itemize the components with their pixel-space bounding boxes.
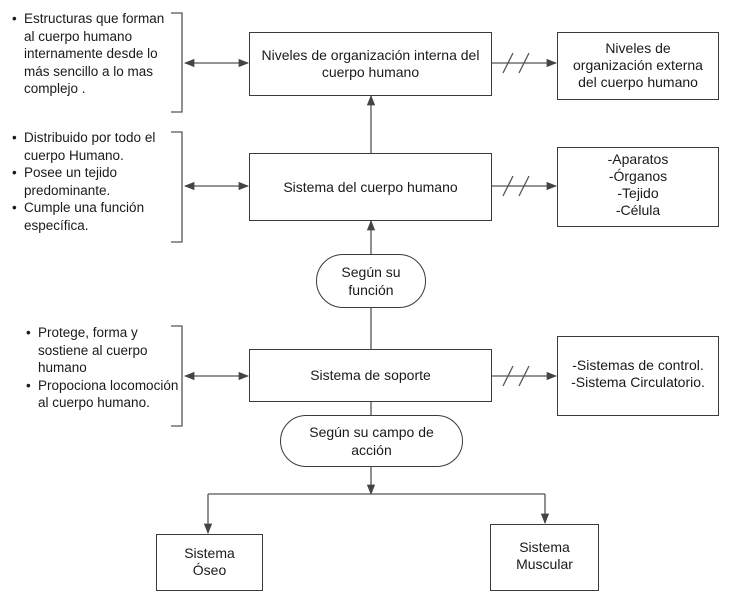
- support-list-item: -Sistemas de control.: [572, 357, 704, 373]
- body-system-list-item: -Tejido: [617, 185, 659, 201]
- body-system-list-item: -Órganos: [608, 168, 668, 184]
- note-middle-item: Posee un tejido predominante.: [12, 164, 182, 199]
- box-levels-external-line: del cuerpo humano: [578, 74, 698, 90]
- connector-by-field-line: Según su campo de: [309, 424, 434, 440]
- body-system-list-item: -Aparatos: [607, 151, 669, 167]
- connector-by-field-line: acción: [351, 442, 392, 458]
- break-mark-middle: [502, 175, 530, 197]
- note-bottom-item: Propociona locomoción al cuerpo humano.: [26, 377, 182, 412]
- connector-by-function: Según su función: [316, 254, 426, 308]
- break-mark-top: [502, 52, 530, 74]
- box-muscle-system-line: Muscular: [516, 556, 573, 572]
- connector-by-function-line: función: [348, 282, 394, 298]
- note-middle: Distribuido por todo el cuerpo Humano. P…: [12, 129, 182, 234]
- box-levels-internal-label: Niveles de organización interna del cuer…: [261, 47, 480, 80]
- box-support-list: -Sistemas de control. -Sistema Circulato…: [557, 336, 719, 416]
- box-bone-system-line: Sistema: [184, 545, 235, 561]
- note-top-item: Estructuras que forman al cuerpo humano …: [12, 10, 172, 98]
- note-top: Estructuras que forman al cuerpo humano …: [12, 10, 172, 98]
- box-bone-system-line: Óseo: [192, 562, 227, 578]
- bracket-top: [171, 12, 183, 113]
- note-bottom-item: Protege, forma y sostiene al cuerpo huma…: [26, 324, 182, 377]
- note-middle-item: Distribuido por todo el cuerpo Humano.: [12, 129, 182, 164]
- connector-by-function-line: Según su: [341, 264, 401, 280]
- box-bone-system: Sistema Óseo: [156, 534, 263, 591]
- box-muscle-system-line: Sistema: [519, 539, 570, 555]
- box-support-system: Sistema de soporte: [249, 349, 492, 402]
- box-body-system: Sistema del cuerpo humano: [249, 153, 492, 221]
- note-middle-item: Cumple una función específica.: [12, 199, 182, 234]
- box-levels-external-line: organización externa: [573, 57, 703, 73]
- note-bottom: Protege, forma y sostiene al cuerpo huma…: [26, 324, 182, 412]
- support-list-item: -Sistema Circulatorio.: [571, 374, 705, 390]
- body-system-list-item: -Célula: [615, 202, 661, 218]
- box-body-system-list: -Aparatos -Órganos -Tejido -Célula: [557, 147, 719, 227]
- break-mark-bottom: [502, 365, 530, 387]
- box-levels-internal: Niveles de organización interna del cuer…: [249, 32, 492, 96]
- box-levels-external: Niveles de organización externa del cuer…: [557, 32, 719, 100]
- connector-by-field: Según su campo de acción: [280, 415, 463, 467]
- box-levels-external-line: Niveles de: [605, 40, 671, 56]
- box-muscle-system: Sistema Muscular: [490, 524, 599, 591]
- box-body-system-label: Sistema del cuerpo humano: [283, 178, 458, 195]
- box-support-system-label: Sistema de soporte: [310, 367, 431, 383]
